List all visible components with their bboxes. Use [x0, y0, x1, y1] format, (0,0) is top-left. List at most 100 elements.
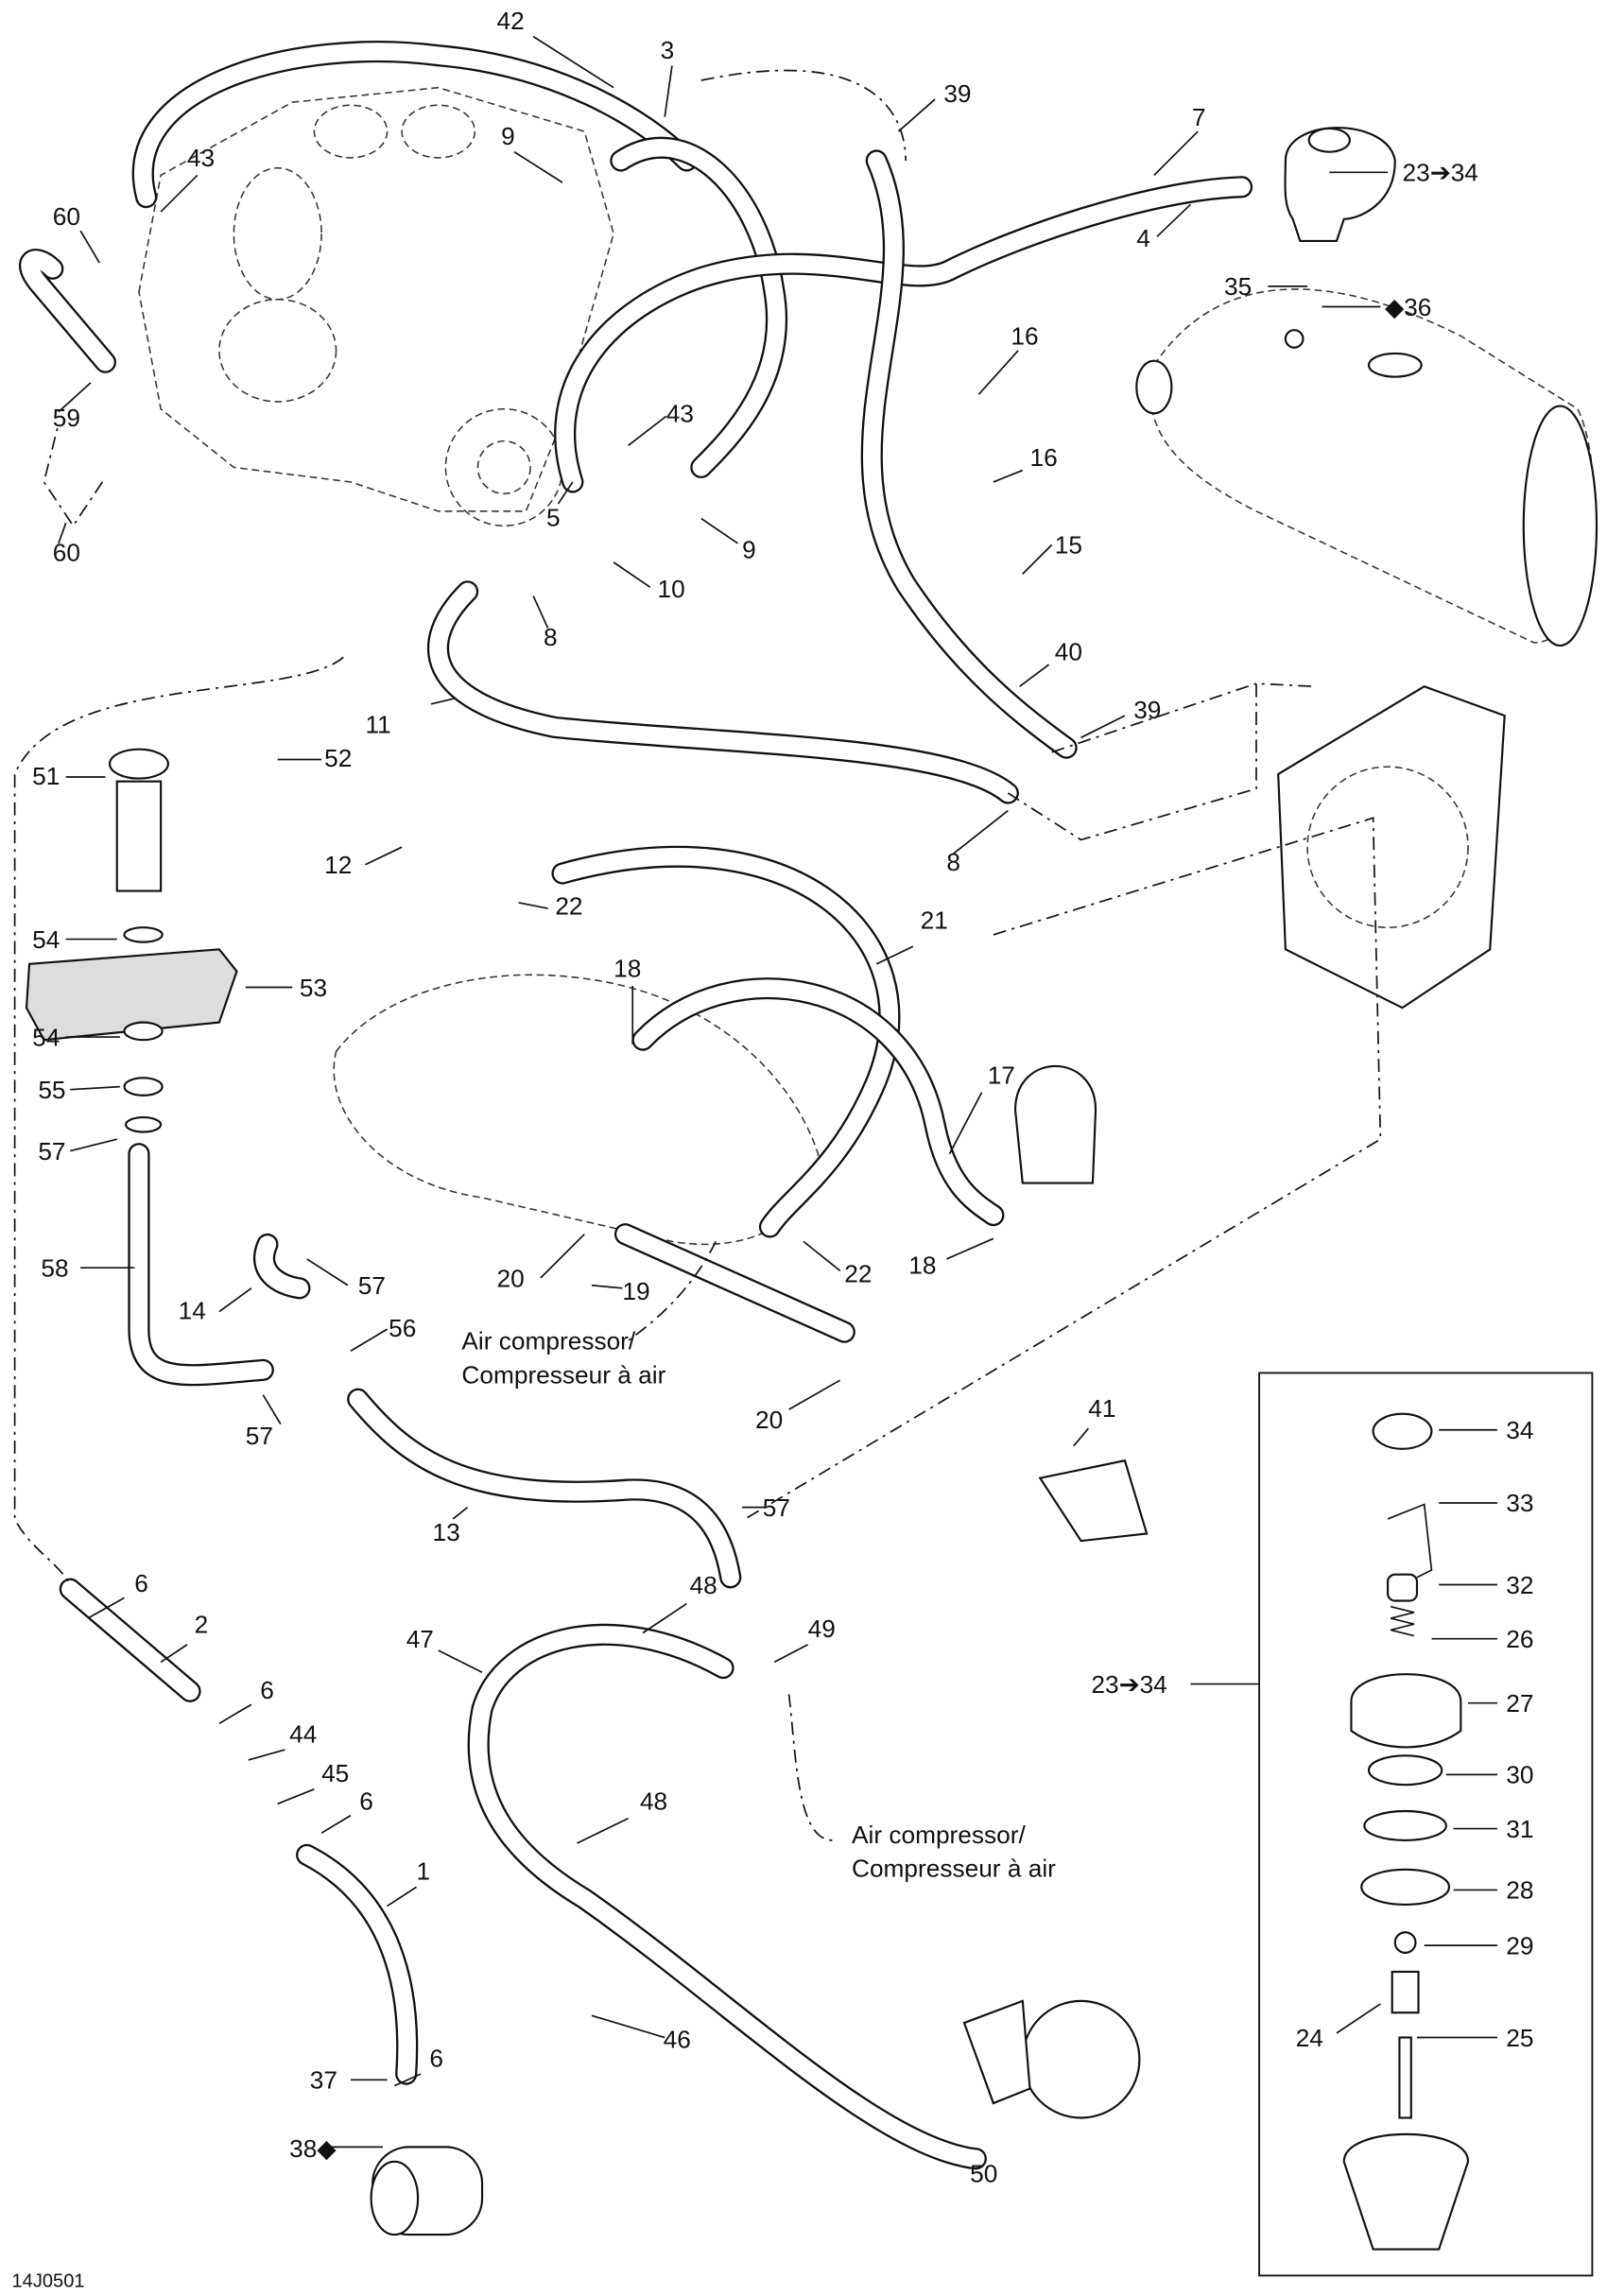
- callout-number: 23➔34: [1403, 159, 1478, 187]
- callout-number: 33: [1506, 1489, 1533, 1517]
- jet-pump-housing: [1277, 685, 1506, 1010]
- air-compressor-label: Air compressor/: [461, 1327, 635, 1355]
- hose: [130, 1145, 272, 1384]
- callout: 32: [1439, 1571, 1533, 1599]
- callout: 1: [387, 1857, 430, 1908]
- leader-line: [79, 230, 100, 264]
- callout-number: 18: [613, 955, 641, 983]
- callout-number: 27: [1506, 1689, 1533, 1718]
- callout-number: 2: [195, 1610, 209, 1638]
- callout-number: 22: [555, 891, 582, 920]
- callout: 7: [1153, 103, 1206, 177]
- hose: [616, 1225, 854, 1341]
- compresseur-label: Compresseur à air: [852, 1855, 1056, 1883]
- callout-number: 6: [260, 1676, 274, 1704]
- callout-number: 28: [1506, 1876, 1533, 1905]
- callout: 26: [1431, 1625, 1533, 1653]
- callout: 39: [897, 79, 972, 132]
- callout: 4: [1136, 203, 1192, 252]
- callout: ◆36: [1322, 293, 1431, 321]
- callout: 6: [394, 2044, 443, 2087]
- callout: 20: [755, 1379, 841, 1434]
- leader-line: [160, 1644, 188, 1664]
- callout: 37: [310, 2066, 388, 2095]
- callout-number: 22: [844, 1260, 872, 1288]
- callout-number: 54: [32, 925, 60, 954]
- callout: 9: [501, 122, 563, 183]
- callout-number: 51: [32, 762, 60, 790]
- callout: 56: [350, 1314, 416, 1353]
- callout: 23➔34: [1329, 159, 1478, 187]
- callout: 12: [324, 846, 403, 879]
- callout-number: 6: [429, 2044, 443, 2072]
- callout-number: 18: [908, 1251, 936, 1279]
- leader-line: [577, 1817, 629, 1844]
- callout: 28: [1453, 1876, 1533, 1905]
- leader-line: [993, 469, 1024, 483]
- leader-line: [394, 2073, 422, 2087]
- callout-number: 52: [324, 744, 352, 772]
- leader-line: [948, 1092, 983, 1155]
- leader-line: [430, 697, 457, 705]
- callout-number: 9: [501, 122, 515, 150]
- callout: 5: [546, 481, 574, 531]
- hoses: [19, 41, 1253, 2170]
- callout-number: 41: [1088, 1394, 1115, 1423]
- callout: 42: [497, 7, 614, 89]
- callout-number: 5: [546, 503, 561, 531]
- leader-line: [540, 1234, 585, 1279]
- callout: 48: [577, 1787, 667, 1844]
- inset-box: [1258, 1372, 1594, 2277]
- callout: 47: [406, 1625, 483, 1673]
- air-compressor-label: Air compressor/: [852, 1821, 1026, 1849]
- callout-number: 43: [187, 144, 215, 172]
- leader-line: [320, 1814, 352, 1834]
- callout-number: 14: [179, 1296, 206, 1324]
- callout-number: 17: [988, 1062, 1015, 1090]
- leader-line: [518, 902, 548, 909]
- leader-line: [1073, 1427, 1089, 1447]
- hose: [863, 151, 1076, 757]
- callout: 30: [1445, 1761, 1533, 1789]
- callout-number: 40: [1055, 637, 1082, 665]
- hose-outline: [128, 1143, 274, 1387]
- callout: 6: [87, 1569, 148, 1619]
- callout-number: 47: [406, 1625, 434, 1653]
- callout: 33: [1439, 1489, 1533, 1517]
- callout: 24: [1296, 2003, 1381, 2052]
- callout-number: 31: [1506, 1815, 1533, 1843]
- callout: 15: [1022, 531, 1082, 575]
- hose: [134, 43, 696, 206]
- callout-number: 60: [53, 538, 80, 566]
- callout: 6: [218, 1676, 274, 1725]
- callout-number: 46: [664, 2025, 691, 2053]
- callout: 18: [908, 1237, 994, 1279]
- hose: [429, 582, 1017, 803]
- callout: 21: [875, 906, 948, 965]
- leader-line: [70, 1085, 120, 1091]
- callout: 52: [277, 744, 352, 772]
- leader-line: [87, 1597, 125, 1619]
- callout-number: 37: [310, 2066, 337, 2095]
- hose: [633, 979, 1003, 1224]
- callout: 35: [1224, 272, 1308, 301]
- hose: [61, 1580, 199, 1700]
- callout-number: 11: [365, 711, 390, 739]
- leader-line: [218, 1703, 252, 1725]
- callout-number: 48: [640, 1787, 667, 1815]
- callout-number: 38◆: [289, 2134, 336, 2163]
- callout: 8: [532, 596, 558, 651]
- leader-line: [664, 65, 673, 117]
- callout-number: 16: [1011, 322, 1038, 351]
- leader-line: [58, 522, 67, 544]
- callout-number: 32: [1506, 1571, 1533, 1599]
- callout-number: 30: [1506, 1761, 1533, 1789]
- air-compressor-note-2: Air compressor/ Compresseur à air: [852, 1821, 1056, 1883]
- leader-line: [773, 1644, 809, 1664]
- callout-number: 57: [38, 1137, 65, 1165]
- callout-number: 45: [321, 1759, 349, 1787]
- leader-line: [628, 415, 667, 446]
- hose: [553, 848, 899, 1236]
